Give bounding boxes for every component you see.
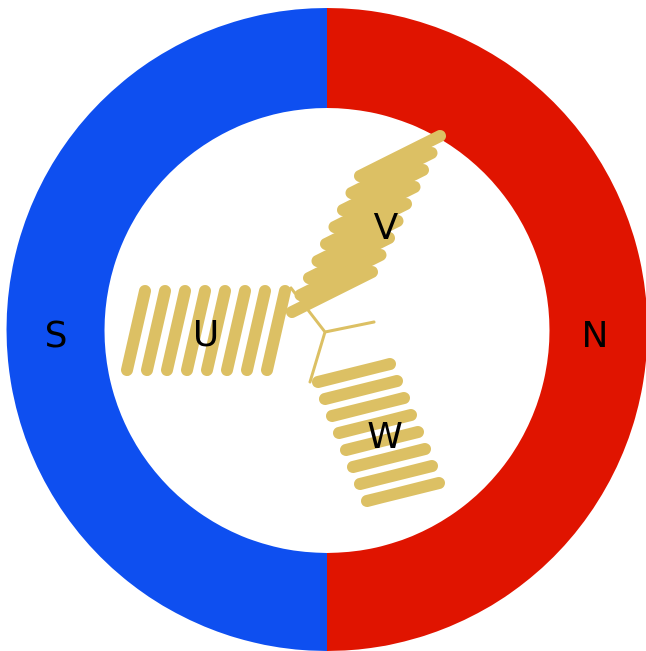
coil-u-winding	[147, 291, 165, 370]
coil-u-winding	[247, 291, 265, 370]
south-pole-label: S	[45, 315, 68, 356]
coil-u-winding	[227, 291, 245, 370]
coil-u-winding	[127, 291, 145, 370]
coil-u-label: U	[193, 314, 219, 355]
coil-u-winding	[167, 291, 185, 370]
wire-v	[325, 322, 374, 332]
wire-w	[310, 332, 325, 382]
north-pole-label: N	[582, 315, 609, 356]
coil-v	[292, 136, 440, 312]
coil-w-label: W	[367, 416, 403, 457]
coil-v-label: V	[374, 207, 399, 248]
coil-u-winding	[267, 291, 285, 370]
